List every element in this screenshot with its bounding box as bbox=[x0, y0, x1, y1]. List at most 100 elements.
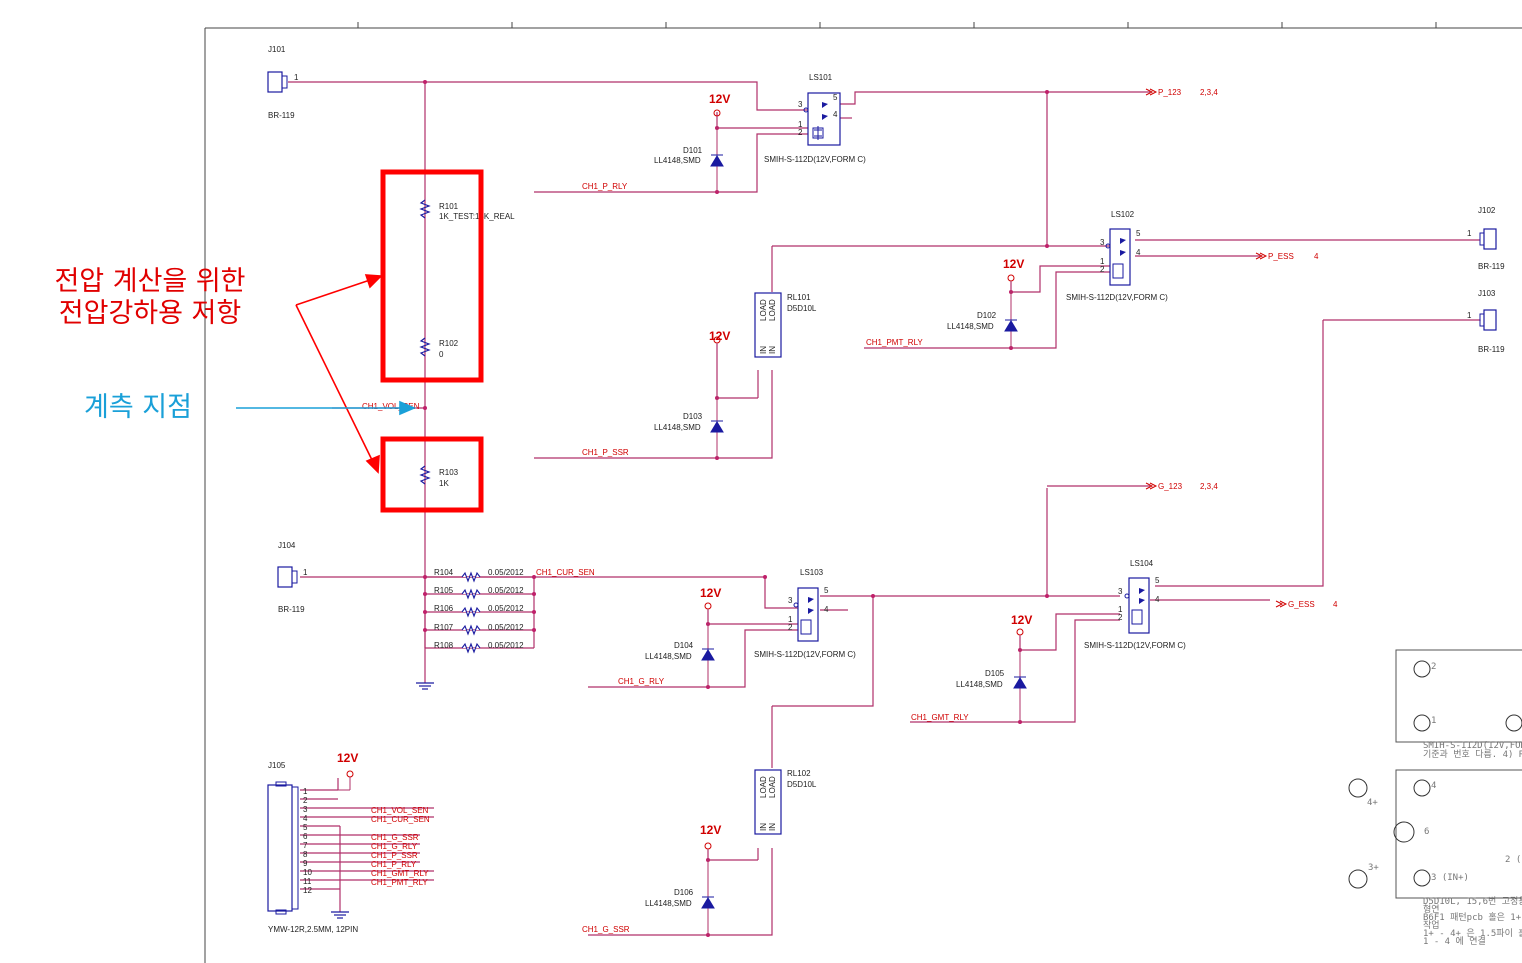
shunt-r104: R104 0.05/2012 bbox=[434, 568, 524, 583]
svg-text:P_123: P_123 bbox=[1158, 88, 1182, 97]
svg-text:CH1_CUR_SEN: CH1_CUR_SEN bbox=[371, 815, 430, 824]
svg-text:3 (IN+): 3 (IN+) bbox=[1431, 873, 1469, 883]
svg-text:11: 11 bbox=[303, 877, 312, 886]
diode-d103: D103 LL4148,SMD bbox=[654, 343, 724, 458]
svg-text:0.05/2012: 0.05/2012 bbox=[488, 586, 524, 595]
diode-d102: D102 LL4148,SMD bbox=[947, 281, 1018, 348]
svg-text:9: 9 bbox=[303, 859, 308, 868]
svg-text:5: 5 bbox=[824, 586, 829, 595]
svg-text:2,3,4: 2,3,4 bbox=[1200, 482, 1218, 491]
j103-ref: J103 bbox=[1478, 289, 1496, 298]
svg-text:4: 4 bbox=[824, 605, 829, 614]
svg-text:작업: 작업 bbox=[1423, 920, 1440, 931]
ls103-ref: LS103 bbox=[800, 568, 824, 577]
annotation-arrow-blue bbox=[236, 400, 417, 416]
ls104-ref: LS104 bbox=[1130, 559, 1154, 568]
svg-text:5: 5 bbox=[1155, 576, 1160, 585]
footprint-reference: 2 1 SMIH-S-112D(12V,FORM C 기준과 번호 다름. 4)… bbox=[1348, 649, 1522, 947]
connector-j102: J102 BR-119 1 bbox=[1467, 206, 1505, 271]
rl101-part: D5D10L bbox=[787, 304, 817, 313]
rl102-ref: RL102 bbox=[787, 769, 811, 778]
connector-j104: J104 BR-119 1 bbox=[277, 541, 308, 614]
svg-text:3: 3 bbox=[788, 596, 793, 605]
svg-text:12V: 12V bbox=[337, 751, 358, 765]
net-p-ssr: CH1_P_SSR bbox=[582, 448, 629, 457]
svg-text:CH1_VOL_SEN: CH1_VOL_SEN bbox=[371, 806, 429, 815]
svg-text:IN: IN bbox=[768, 823, 777, 831]
svg-text:LOAD: LOAD bbox=[759, 299, 768, 321]
ls104-part: SMIH-S-112D(12V,FORM C) bbox=[1084, 641, 1186, 650]
offpage-g-ess: G_ESS 4 bbox=[1275, 600, 1338, 609]
offpage-p-ess: P_ESS 4 bbox=[1255, 252, 1319, 261]
svg-text:7: 7 bbox=[303, 841, 308, 850]
svg-text:D104: D104 bbox=[674, 641, 694, 650]
net-gmt-rly: CH1_GMT_RLY bbox=[911, 713, 969, 722]
offpage-p-123: P_123 2,3,4 bbox=[1145, 88, 1218, 97]
diode-d106: D106 LL4148,SMD bbox=[645, 849, 715, 935]
svg-text:5: 5 bbox=[303, 823, 308, 832]
j103-part: BR-119 bbox=[1478, 345, 1505, 354]
connector-j103: J103 BR-119 1 bbox=[1467, 289, 1505, 354]
shunt-resistors: R104 0.05/2012 R105 0.05/2012 R106 0.05/… bbox=[434, 568, 524, 654]
ls101-part: SMIH-S-112D(12V,FORM C) bbox=[764, 155, 866, 164]
svg-text:0.05/2012: 0.05/2012 bbox=[488, 568, 524, 577]
net-g-rly: CH1_G_RLY bbox=[618, 677, 665, 686]
svg-text:1: 1 bbox=[1118, 605, 1123, 614]
supply-12v-j105: 12V bbox=[337, 751, 358, 791]
shunt-r108: R108 0.05/2012 bbox=[434, 641, 524, 654]
svg-text:P_ESS: P_ESS bbox=[1268, 252, 1294, 261]
relay-ls104: 3 1 2 5 4 LS104 SMIH-S-112D(12V,FORM C) bbox=[1084, 559, 1186, 650]
svg-text:1: 1 bbox=[1431, 716, 1436, 726]
ls102-part: SMIH-S-112D(12V,FORM C) bbox=[1066, 293, 1168, 302]
svg-text:5: 5 bbox=[1136, 229, 1141, 238]
svg-text:2: 2 bbox=[1118, 613, 1123, 622]
svg-text:3+: 3+ bbox=[1368, 863, 1379, 873]
svg-text:2 (: 2 ( bbox=[1505, 855, 1521, 865]
net-p-rly: CH1_P_RLY bbox=[582, 182, 628, 191]
svg-text:2: 2 bbox=[1100, 265, 1105, 274]
svg-text:4: 4 bbox=[833, 110, 838, 119]
diode-d101: D101 LL4148,SMD bbox=[654, 116, 724, 192]
highlight-r101-r102 bbox=[380, 169, 484, 383]
svg-text:D105: D105 bbox=[985, 669, 1005, 678]
svg-text:CH1_GMT_RLY: CH1_GMT_RLY bbox=[371, 869, 429, 878]
junction-dots bbox=[423, 80, 1049, 937]
svg-text:2: 2 bbox=[798, 128, 803, 137]
j104-ref: J104 bbox=[278, 541, 296, 550]
diodes: D101 LL4148,SMD D102 LL4148,SMD D103 LL4… bbox=[645, 116, 1027, 935]
svg-text:CH1_G_SSR: CH1_G_SSR bbox=[371, 833, 419, 842]
svg-text:LOAD: LOAD bbox=[768, 776, 777, 798]
svg-text:B6F1 패턴pcb 홀은 1+, 2+: B6F1 패턴pcb 홀은 1+, 2+ bbox=[1423, 911, 1522, 923]
diode-d105: D105 LL4148,SMD bbox=[956, 635, 1027, 722]
svg-text:3: 3 bbox=[1118, 587, 1123, 596]
highlight-boxes bbox=[380, 169, 484, 513]
svg-text:12V: 12V bbox=[700, 586, 721, 600]
resistor-r102: R102 0 bbox=[419, 337, 459, 359]
ls101-ref: LS101 bbox=[809, 73, 833, 82]
svg-text:IN: IN bbox=[768, 346, 777, 354]
ground-symbols bbox=[331, 680, 434, 919]
svg-text:4: 4 bbox=[1431, 781, 1436, 791]
annotation-divider-line2: 전압강하용 저항 bbox=[58, 298, 242, 329]
supply-12v-labels: 12V 12V 12V 12V 12V 12V 12V bbox=[337, 92, 1032, 850]
svg-text:3: 3 bbox=[798, 100, 803, 109]
supply-12v-d102: 12V bbox=[1003, 257, 1024, 282]
svg-text:0.05/2012: 0.05/2012 bbox=[488, 641, 524, 650]
svg-text:D101: D101 bbox=[683, 146, 703, 155]
j104-part: BR-119 bbox=[278, 605, 305, 614]
net-pmt-rly: CH1_PMT_RLY bbox=[866, 338, 923, 347]
svg-text:5: 5 bbox=[833, 93, 838, 102]
svg-text:D102: D102 bbox=[977, 311, 997, 320]
supply-12v-d101: 12V bbox=[709, 92, 730, 117]
net-cur-sen: CH1_CUR_SEN bbox=[536, 568, 595, 577]
j105-ref: J105 bbox=[268, 761, 286, 770]
svg-text:LL4148,SMD: LL4148,SMD bbox=[956, 680, 1003, 689]
svg-text:LL4148,SMD: LL4148,SMD bbox=[654, 423, 701, 432]
svg-text:6: 6 bbox=[303, 832, 308, 841]
svg-text:12V: 12V bbox=[1003, 257, 1024, 271]
svg-text:SMIH-S-112D(12V,FORM C: SMIH-S-112D(12V,FORM C bbox=[1423, 741, 1522, 751]
connector-j105: J105 YMW-12R,2.5MM, 12PIN 1 2 3 4 5 6 7 … bbox=[267, 761, 430, 934]
ls102-ref: LS102 bbox=[1111, 210, 1135, 219]
svg-text:LL4148,SMD: LL4148,SMD bbox=[645, 652, 692, 661]
